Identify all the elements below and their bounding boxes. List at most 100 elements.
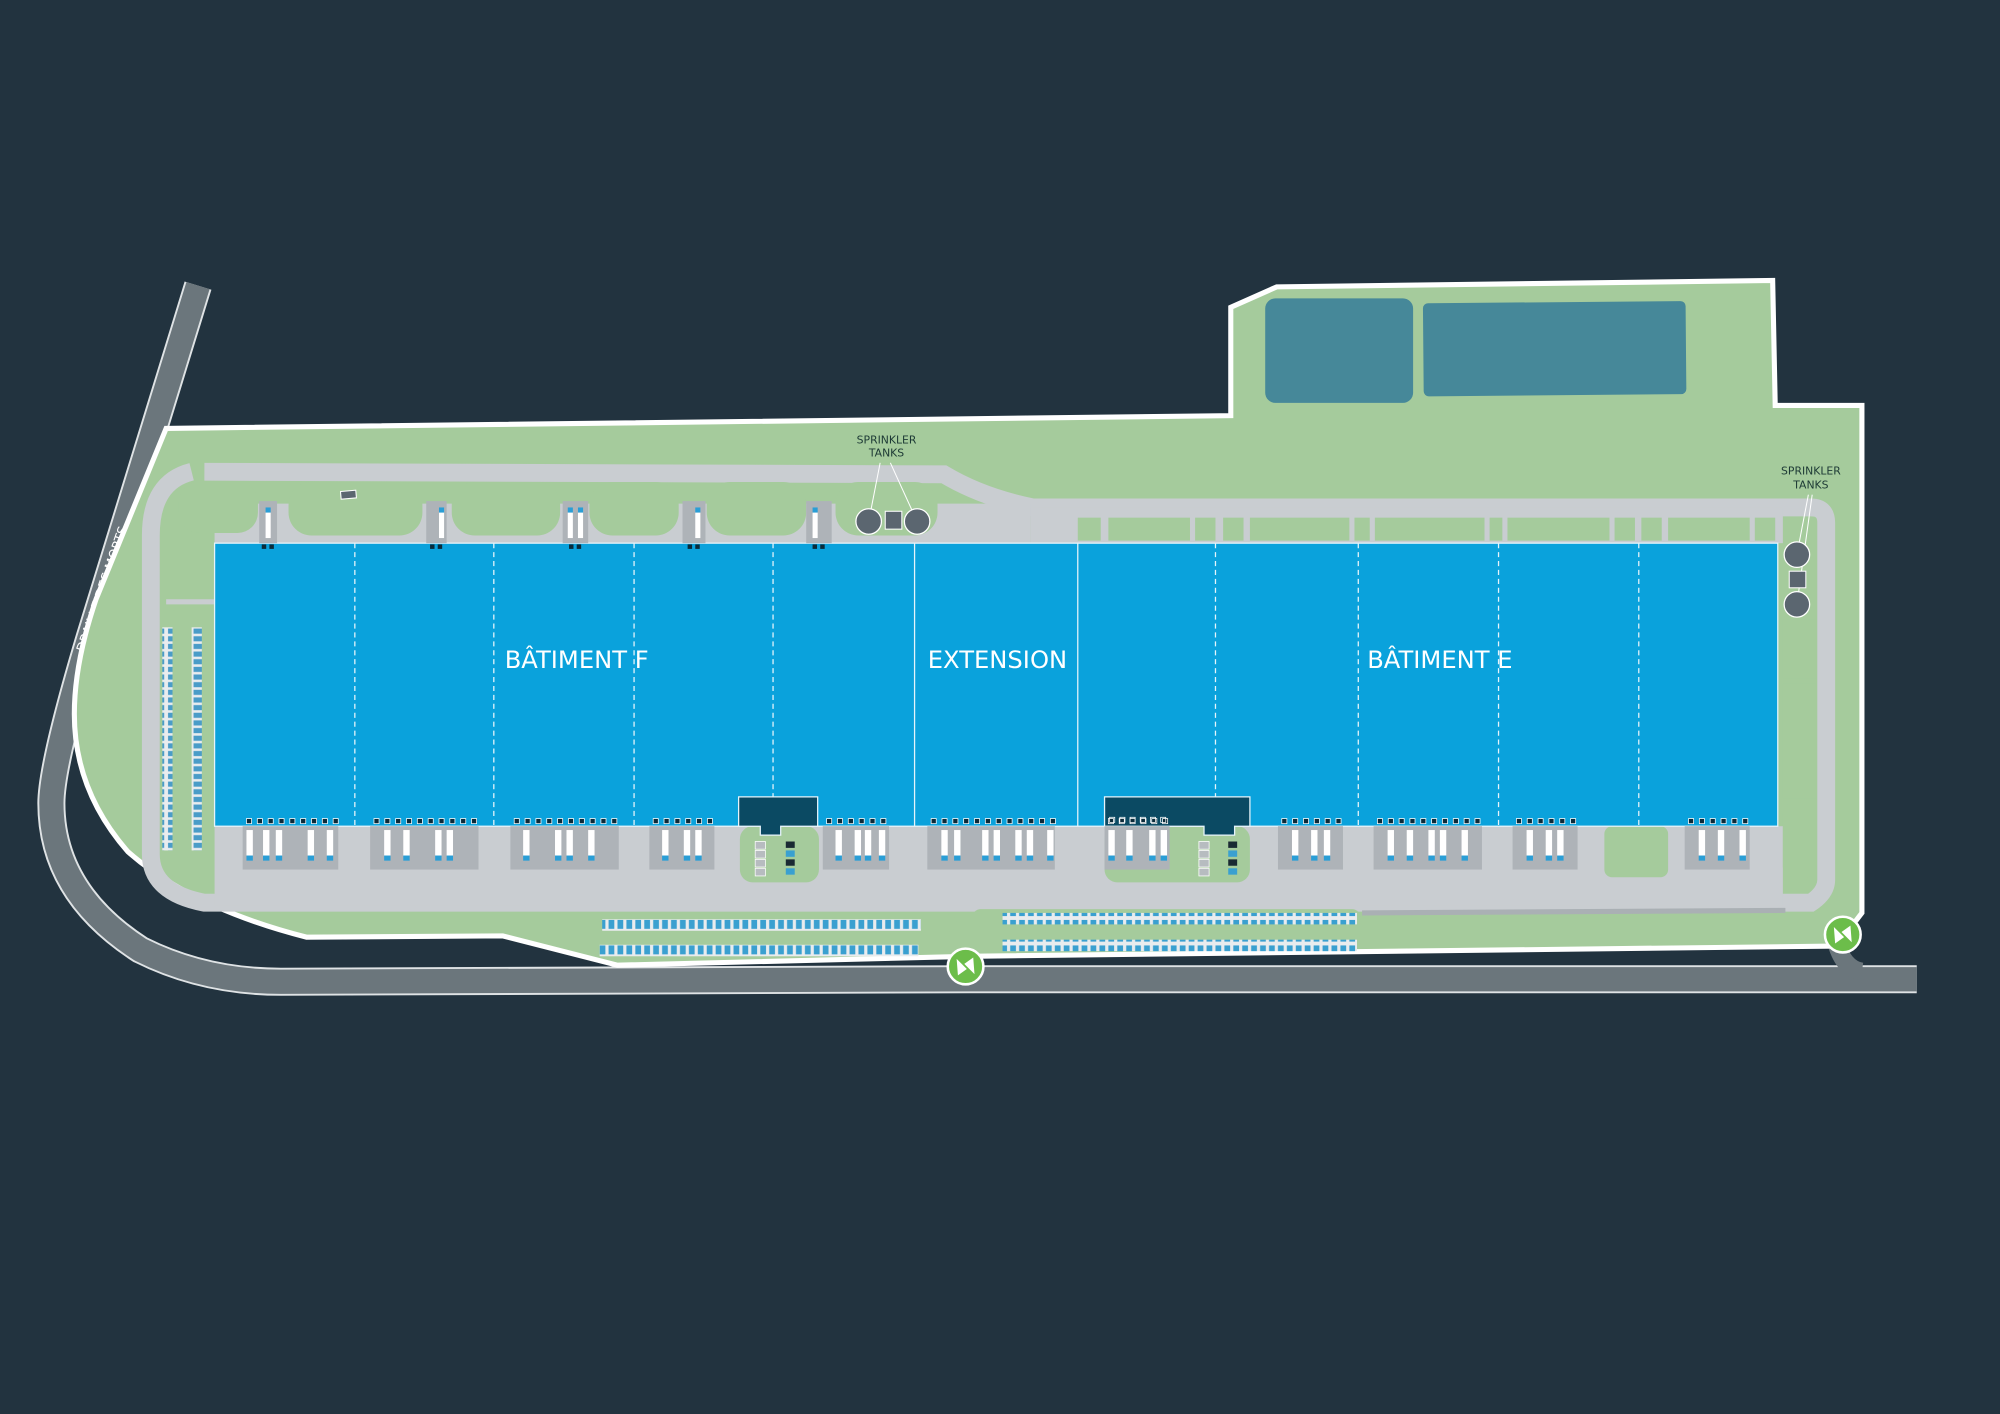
parking-space bbox=[1198, 858, 1210, 868]
truck-cab bbox=[1160, 855, 1168, 861]
office-window bbox=[1119, 816, 1126, 823]
sprinkler-label: SPRINKLER bbox=[857, 434, 917, 447]
dock-door bbox=[289, 818, 296, 825]
truck-cab bbox=[854, 855, 862, 861]
truck bbox=[941, 830, 948, 856]
dock-door bbox=[984, 818, 991, 825]
truck-cab bbox=[864, 855, 872, 861]
dock-door bbox=[321, 818, 328, 825]
dock-door bbox=[1463, 818, 1470, 825]
dock-door bbox=[1049, 818, 1056, 825]
truck-cab bbox=[275, 855, 283, 861]
dock-door bbox=[1292, 818, 1299, 825]
loading-docks bbox=[242, 501, 1750, 877]
dock-door bbox=[437, 544, 443, 549]
truck-cab bbox=[662, 855, 669, 861]
dock-door bbox=[1387, 818, 1394, 825]
parking-space bbox=[754, 858, 766, 868]
truck bbox=[864, 830, 872, 856]
entrance-arrows-icon bbox=[946, 947, 985, 986]
sprinkler-label: TANKS bbox=[868, 446, 904, 459]
dock-door bbox=[1548, 818, 1555, 825]
truck bbox=[662, 830, 669, 856]
truck-cab bbox=[384, 855, 391, 861]
dock-door bbox=[963, 818, 970, 825]
truck bbox=[1026, 830, 1034, 856]
dock-apron bbox=[242, 826, 339, 870]
dock-door bbox=[1107, 818, 1114, 825]
truck-cab bbox=[1717, 855, 1725, 861]
dock-door bbox=[1303, 818, 1309, 825]
truck-cab bbox=[982, 855, 989, 861]
parking-space bbox=[1198, 850, 1210, 859]
truck bbox=[812, 512, 818, 539]
dock-door bbox=[569, 544, 574, 549]
parking-space bbox=[754, 841, 766, 850]
dock-door bbox=[674, 818, 681, 825]
office-window bbox=[1139, 816, 1146, 823]
sprinkler-tanks-north: SPRINKLER TANKS bbox=[855, 434, 931, 535]
truck-cab bbox=[588, 855, 595, 861]
truck bbox=[326, 830, 334, 856]
dock-door bbox=[941, 818, 948, 825]
dock-door bbox=[685, 818, 692, 825]
office-window bbox=[1160, 816, 1167, 823]
truck-cab bbox=[683, 855, 691, 861]
dock-door bbox=[1313, 818, 1320, 825]
building-label-e: BÂTIMENT E bbox=[1367, 645, 1512, 674]
dock-door bbox=[706, 818, 713, 825]
dock-door bbox=[1129, 818, 1136, 825]
dock-apron bbox=[927, 826, 1055, 870]
truck bbox=[246, 830, 253, 856]
office-window bbox=[1150, 816, 1156, 823]
dock-door bbox=[696, 818, 703, 825]
dock-door bbox=[524, 818, 531, 825]
unit-dividers bbox=[354, 543, 1640, 827]
dock-door bbox=[1720, 818, 1727, 825]
truck-cab bbox=[1557, 855, 1564, 861]
truck-cab bbox=[878, 855, 886, 861]
truck bbox=[435, 830, 442, 856]
dock-door bbox=[300, 818, 307, 825]
truck-cab bbox=[835, 855, 842, 861]
dock-door bbox=[812, 544, 818, 549]
dock-door bbox=[652, 818, 659, 825]
truck bbox=[695, 830, 702, 856]
building-label-f: BÂTIMENT F bbox=[505, 645, 649, 674]
dock-door bbox=[847, 818, 854, 825]
parking-west bbox=[162, 627, 173, 851]
dock-door bbox=[1559, 818, 1566, 825]
small-structure bbox=[339, 489, 357, 500]
truck-cab bbox=[246, 855, 253, 861]
parked-car bbox=[785, 868, 795, 875]
truck bbox=[1126, 830, 1133, 856]
truck-cab bbox=[1406, 855, 1414, 861]
truck bbox=[438, 512, 445, 539]
dock-door bbox=[438, 818, 445, 825]
truck-cab bbox=[954, 855, 961, 861]
dock-door bbox=[1039, 818, 1046, 825]
dock-door bbox=[995, 818, 1002, 825]
truck bbox=[993, 830, 1000, 856]
dock-apron bbox=[1512, 826, 1578, 870]
truck bbox=[982, 830, 989, 856]
truck bbox=[1545, 830, 1553, 856]
dock-door bbox=[974, 818, 980, 825]
parked-car bbox=[785, 859, 795, 866]
truck-cab bbox=[403, 855, 410, 861]
truck bbox=[566, 830, 573, 856]
internal-roads bbox=[141, 462, 1836, 912]
dock-door bbox=[1570, 818, 1577, 825]
dock-door bbox=[449, 818, 456, 825]
dock-door bbox=[513, 818, 520, 825]
parking-west bbox=[191, 627, 202, 851]
truck bbox=[1526, 830, 1533, 856]
retention-pond bbox=[1422, 301, 1687, 397]
parking-south bbox=[599, 907, 1786, 957]
truck bbox=[1047, 830, 1054, 856]
warehouse-building bbox=[213, 542, 1779, 827]
office-block bbox=[737, 796, 819, 836]
truck-cab bbox=[567, 507, 573, 513]
parked-car bbox=[1228, 859, 1238, 866]
truck-cab bbox=[812, 507, 818, 513]
